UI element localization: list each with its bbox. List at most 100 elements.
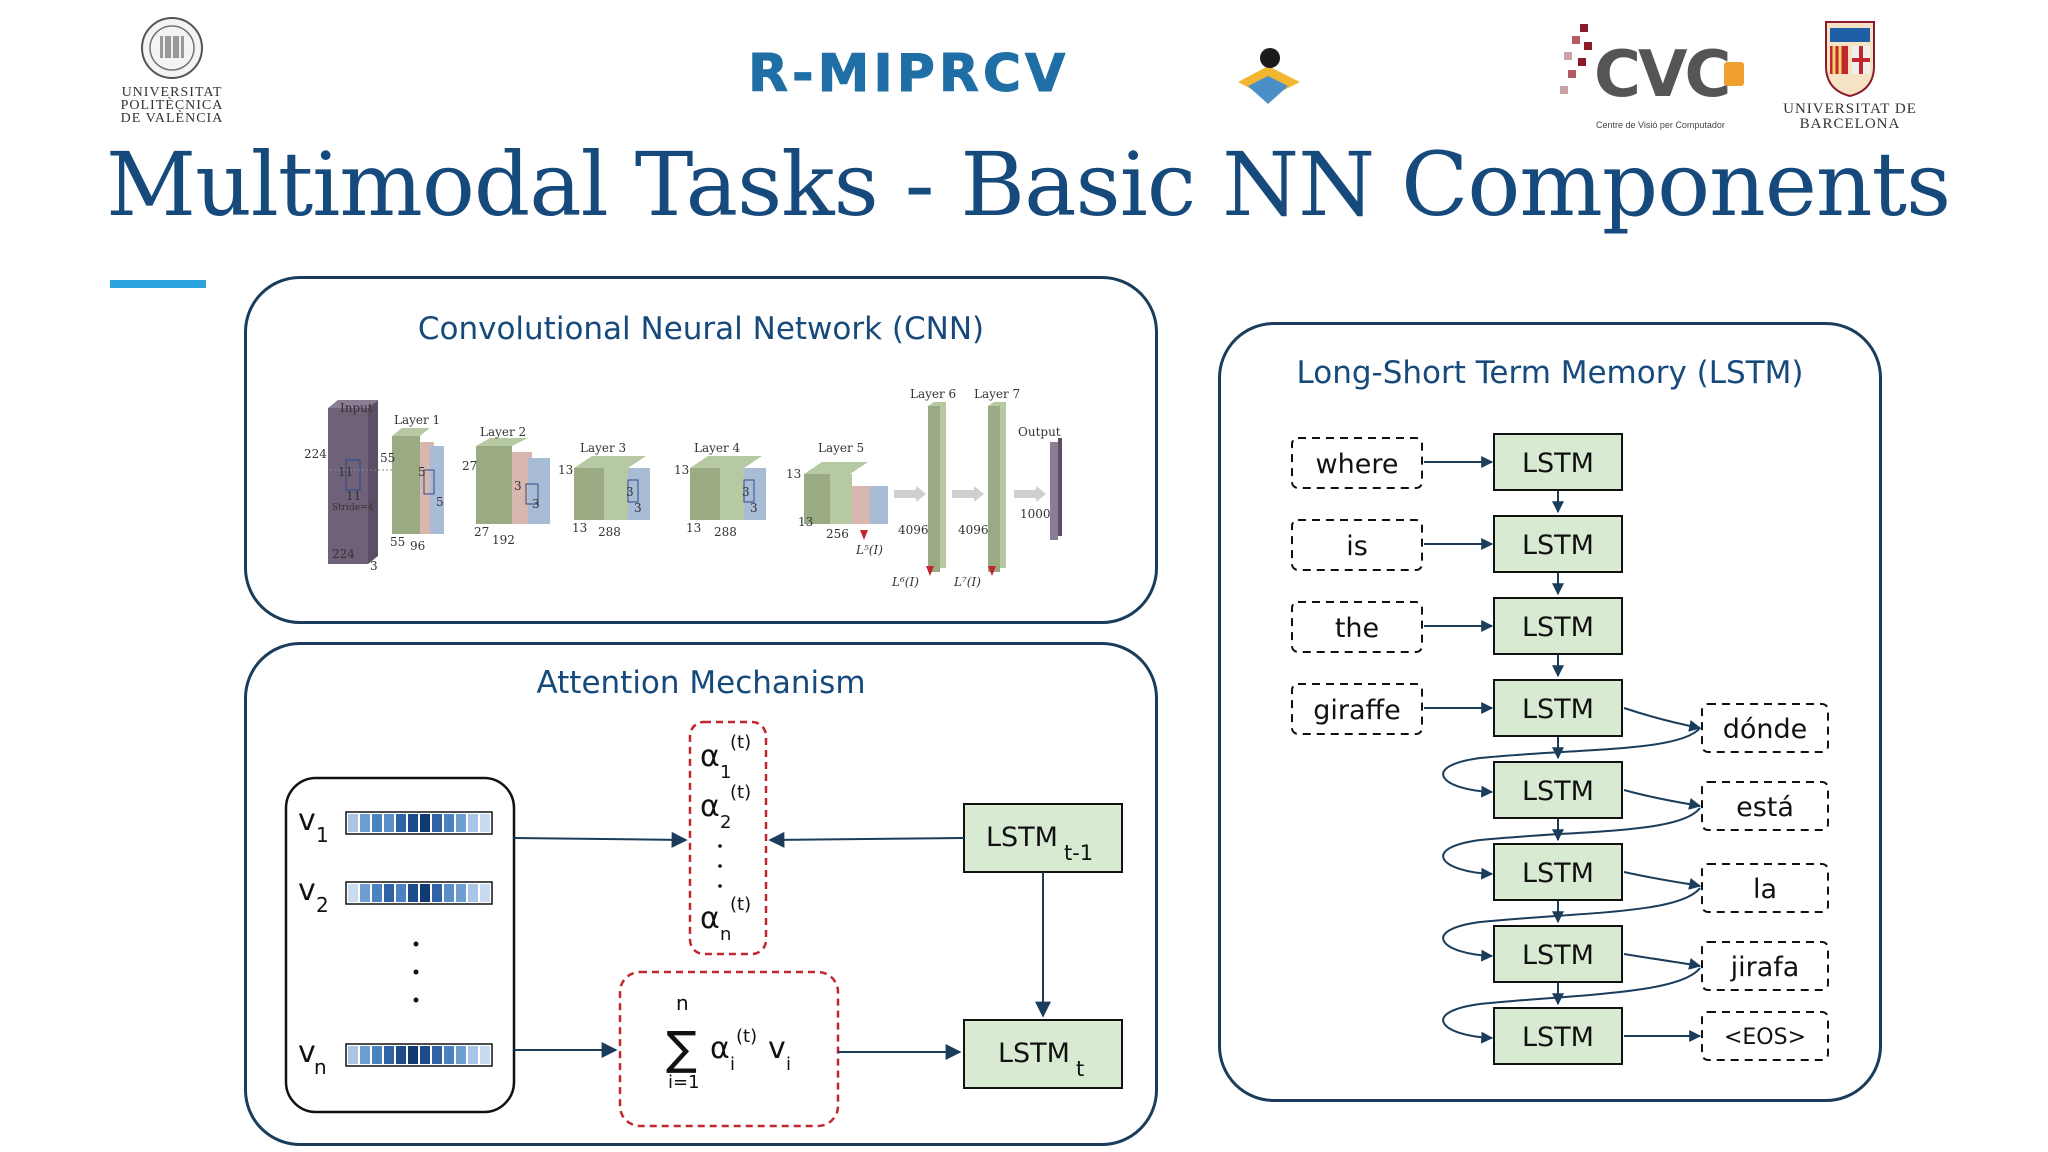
attention-v1-vector: [345, 811, 493, 835]
cnn-label-13a: 13: [558, 463, 573, 477]
cnn-label-stride: Stride=4: [332, 503, 374, 513]
attention-alpha2-sub: 2: [720, 812, 731, 833]
cnn-label-5b: 5: [436, 495, 444, 509]
cnn-label-1000: 1000: [1020, 507, 1051, 521]
cnn-panel-title: Convolutional Neural Network (CNN): [417, 311, 985, 347]
attention-alpha1-sup: (t): [730, 732, 751, 753]
lstm-panel-title: Long-Short Term Memory (LSTM): [1296, 355, 1804, 391]
cnn-l5-arrow-icon: [860, 530, 868, 540]
cvc-pixels-icon: [1560, 24, 1592, 94]
attention-alpha2: α: [700, 789, 720, 824]
page-title: Multimodal Tasks - Basic NN Components: [106, 133, 1951, 236]
cnn-diagram: Input 224 224 3 11 11 Stride=4 Layer 1 5…: [304, 387, 1062, 589]
attention-sum-v-sub: i: [786, 1054, 791, 1075]
attention-alpha2-sup: (t): [730, 782, 751, 803]
attention-alphan-sup: (t): [730, 894, 751, 915]
attention-sum-alpha: α: [710, 1031, 730, 1066]
cnn-label-13d: 13: [686, 521, 701, 535]
lstm-diagram: where is the giraffe LSTM LSTM LSTM LSTM…: [1291, 433, 1829, 1065]
cnn-label-27b: 27: [474, 525, 489, 539]
attention-vn-label: v: [298, 1035, 316, 1070]
cnn-layer7-block: [988, 402, 1006, 572]
lstm-output-jirafa: jirafa: [1730, 952, 1800, 983]
lstm-output-donde: dónde: [1723, 714, 1808, 745]
cnn-label-3: 3: [370, 559, 378, 573]
cnn-label-l7: L⁷(I): [953, 575, 981, 589]
cnn-label-4096a: 4096: [898, 523, 929, 537]
upv-line-1: UNIVERSITAT: [121, 85, 223, 100]
cnn-label-13b: 13: [572, 521, 587, 535]
lstm-input-giraffe: giraffe: [1313, 695, 1401, 726]
lstm-cell-7: LSTM: [1522, 940, 1594, 971]
cnn-label-288a: 288: [598, 525, 621, 539]
ub-logo: UNIVERSITAT DE BARCELONA: [1780, 18, 1920, 136]
cnn-label-288b: 288: [714, 525, 737, 539]
upv-line-2: POLITÈCNICA: [120, 98, 224, 113]
attention-lstm-curr-box: [963, 1019, 1123, 1089]
cnn-label-224a: 224: [304, 447, 327, 461]
cnn-label-3f: 3: [750, 501, 758, 515]
lstm-input-boxes: [1291, 437, 1423, 735]
cnn-label-output: Output: [1018, 425, 1061, 439]
cvc-logo-text: CVC: [1594, 38, 1731, 112]
lstm-cell-5: LSTM: [1522, 776, 1594, 807]
cnn-l7-arrow-icon: [988, 566, 996, 576]
lstm-input-is: is: [1346, 531, 1368, 562]
attention-alpha-ellipsis: [718, 844, 722, 888]
cnn-label-96: 96: [410, 539, 425, 553]
attention-v1-label: v: [298, 803, 316, 838]
attention-vn-sub: n: [314, 1055, 327, 1079]
lstm-panel: Long-Short Term Memory (LSTM): [1218, 322, 1882, 1102]
cnn-label-3c: 3: [626, 485, 634, 499]
attention-vn-vector: [345, 1043, 493, 1067]
upv-line-3: DE VALÈNCIA: [120, 111, 224, 126]
lstm-input-where: where: [1316, 449, 1399, 480]
cnn-label-layer7: Layer 7: [974, 387, 1020, 401]
attention-alpha1: α: [700, 739, 720, 774]
cnn-label-layer1: Layer 1: [394, 413, 440, 427]
cnn-label-input: Input: [340, 401, 373, 415]
upv-seal-icon: [141, 17, 203, 79]
cnn-output-block: [1050, 438, 1062, 540]
lstm-output-eos: <EOS>: [1724, 1025, 1806, 1050]
cnn-label-l5: L⁵(I): [855, 543, 883, 557]
cnn-label-layer2: Layer 2: [480, 425, 526, 439]
attention-sum-top: n: [676, 991, 689, 1015]
mip-logo: R-MIPRCV: [747, 44, 1308, 114]
cvc-r-badge-icon: [1724, 62, 1744, 86]
cnn-layer6-block: [928, 402, 946, 572]
cnn-label-3b: 3: [532, 497, 540, 511]
cnn-label-192: 192: [492, 533, 515, 547]
attention-sum-v: v: [768, 1031, 786, 1066]
ub-shield-icon: [1825, 21, 1875, 98]
mip-logo-text: R-MIPRCV: [747, 44, 1070, 105]
cnn-label-224b: 224: [332, 547, 355, 561]
cnn-layer3-block: [574, 456, 650, 520]
attention-lstm-curr-sub: t: [1076, 1057, 1084, 1081]
lstm-cell-2: LSTM: [1522, 530, 1594, 561]
attention-v2-vector: [345, 881, 493, 905]
cnn-label-13f: 13: [798, 515, 813, 529]
attention-panel: Attention Mechanism: [244, 642, 1158, 1146]
cnn-label-27a: 27: [462, 459, 477, 473]
lstm-cell-1: LSTM: [1522, 448, 1594, 479]
cvc-logo-sub: Centre de Visió per Computador: [1596, 120, 1725, 130]
lstm-cell-8: LSTM: [1522, 1022, 1594, 1053]
mip-figure-icon: [1238, 48, 1300, 104]
lstm-output-la: la: [1753, 874, 1777, 905]
cnn-label-256: 256: [826, 527, 849, 541]
attention-vector-container: [284, 776, 516, 1114]
cnn-label-3d: 3: [634, 501, 642, 515]
cnn-input-block: [328, 400, 440, 564]
attention-sum-box: [618, 970, 840, 1128]
cnn-label-13e: 13: [786, 467, 801, 481]
cnn-label-55b: 55: [390, 535, 405, 549]
lstm-cell-4: LSTM: [1522, 694, 1594, 725]
cnn-layer2-block: [476, 438, 550, 524]
attention-sum-symbol: ∑: [666, 1021, 697, 1075]
attention-alphan: α: [700, 901, 720, 936]
lstm-cell-3: LSTM: [1522, 612, 1594, 643]
attention-lstm-prev-label: LSTM: [986, 822, 1058, 853]
cnn-fc-arrows: [894, 486, 1046, 502]
